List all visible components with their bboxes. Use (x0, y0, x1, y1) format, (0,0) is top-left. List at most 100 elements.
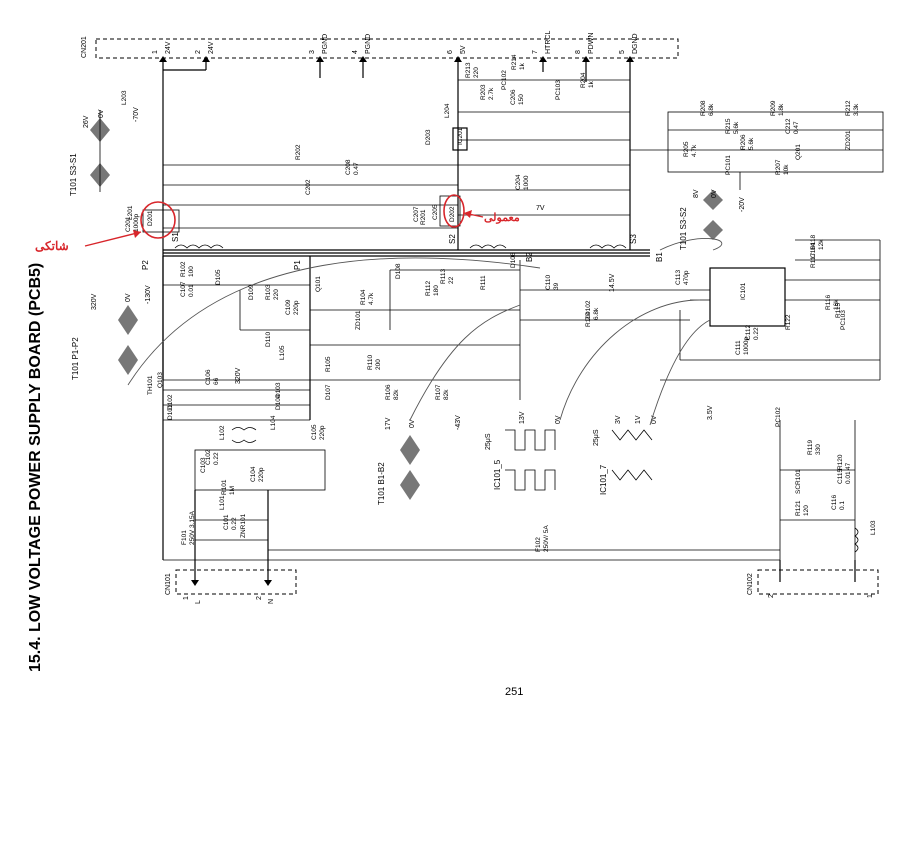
component-ref-pc103: PC103 (840, 310, 847, 330)
waveform-s3-s1-title: T101 S3-S1 (69, 153, 78, 196)
waveform-ic101-7-period: 25μS (593, 429, 600, 446)
component-ref-r204: R204 (580, 72, 587, 88)
component-ref-r105: R105 (325, 356, 332, 372)
cn201-pin-number: 5 (619, 50, 626, 54)
component-ref-c105: C105 (311, 424, 318, 440)
component-ref-r101: R101 (221, 479, 228, 495)
component-ref-q101: Q101 (315, 276, 322, 292)
component-ref-f102: F102 (535, 537, 542, 552)
component-ref-d203: D203 (425, 129, 432, 145)
component-ref-r111: R111 (480, 275, 487, 290)
component-value-r119: 330 (815, 444, 822, 455)
component-value-r120: 47 (845, 462, 852, 470)
cn201-pin-label: PGND (322, 34, 329, 54)
component-ref-d107: D107 (325, 384, 332, 400)
component-ref-c104: C104 (250, 466, 257, 482)
waveform-s3-s1-level-3: -70V (133, 107, 140, 122)
waveform-b1-b2-title: T101 B1-B2 (377, 462, 386, 505)
net-label-3-5v: 3.5V (707, 405, 714, 420)
component-ref-r110: R110 (367, 355, 374, 370)
component-ref-r214: R214 (511, 54, 518, 70)
component-value-c107: 0.01 (188, 284, 195, 297)
component-value-r214: 1k (519, 62, 526, 70)
component-value-r104: 4.7k (368, 292, 375, 305)
connector-cn102-label: CN102 (747, 573, 754, 595)
component-value-r213: 220 (473, 67, 480, 78)
component-ref-pc101: PC101 (725, 155, 732, 175)
winding-label-p2: P2 (141, 260, 150, 270)
component-ref-zd102: ZD102 (585, 300, 592, 320)
component-ref-r205: R205 (683, 141, 690, 157)
annotation-normal-text: معمولی (484, 212, 520, 224)
connector-cn201-label: CN201 (81, 36, 88, 58)
component-ref-r103: R103 (265, 284, 272, 300)
component-ref-d201: D201 (147, 210, 154, 226)
component-ref-r114: R114 (585, 312, 592, 327)
component-value-r103: 220 (273, 289, 280, 300)
component-ref-q201: Q201 (795, 144, 802, 160)
cn201-pin-number: 7 (532, 50, 539, 54)
d201-body (142, 209, 180, 233)
cn101-pin-2-label: N (268, 599, 275, 604)
component-ref-d103: D103 (275, 382, 282, 398)
component-value-c102: 0.22 (213, 452, 220, 465)
waveform-ic101-7-level-1: 3V (615, 415, 622, 424)
waveform-ic101-7-level-2: 1V (635, 415, 642, 424)
component-ref-znr101: ZNR101 (240, 513, 247, 538)
cn201-pin-number: 1 (152, 50, 159, 54)
cn201-pin-number: 8 (575, 50, 582, 54)
cn101-pin-1-num: 1 (183, 596, 190, 600)
component-value-c206: 150 (518, 94, 525, 105)
component-ref-c113: C113 (675, 270, 682, 285)
component-ref-r120: R120 (837, 454, 844, 470)
waveform-s3-s1-level-2: 0V (98, 109, 105, 118)
component-ref-d104: D104 (275, 394, 282, 410)
connector-cn102: CN102 2 1 (747, 560, 879, 598)
component-value-r101: 1M (229, 486, 236, 495)
component-ref-c201: C201 (125, 216, 132, 232)
component-value-c104: 220p (258, 467, 265, 482)
waveform-p1-p2-level-2: 0V (125, 293, 132, 302)
component-ref-pc103: PC103 (555, 80, 562, 100)
cn201-pin-number: 6 (447, 50, 454, 54)
winding-label-s2: S2 (448, 234, 457, 244)
component-ref-d202: D202 (449, 206, 456, 222)
component-ref-c114: C114 (810, 243, 817, 258)
waveform-p1-p2: T101 P1-P2 320V 0V -130V (71, 285, 152, 380)
cn201-pin-label: 5V (460, 45, 467, 54)
component-value-c204: 1000 (523, 175, 530, 190)
component-value-r102: 100 (188, 266, 195, 277)
component-value-r208: 6.8k (708, 103, 715, 116)
connector-cn101: CN101 1 L 2 N (165, 560, 297, 604)
component-ref-r209: R209 (770, 100, 777, 116)
component-ref-r215: R215 (725, 118, 732, 134)
cn201-pin-label: PGND (365, 34, 372, 54)
page-number: 251 (505, 686, 523, 698)
component-value-r207: 10k (783, 164, 790, 175)
component-ref-r106: R106 (385, 384, 392, 400)
waveform-ic101-7: IC101_7 25μS 3V 1V 0V (593, 415, 658, 495)
cn201-pin-label: 24V (165, 41, 172, 54)
component-ref-r118: R118 (810, 235, 817, 250)
component-value-r209: 1.8k (778, 103, 785, 116)
cn101-pin-1-label: L (195, 600, 202, 604)
component-ref-l103: L103 (870, 520, 877, 535)
waveform-s3-s2-level-2: 0V (711, 189, 718, 198)
waveform-ic101-5-level-1: 13V (519, 411, 526, 424)
component-ref-c110: C110 (545, 275, 552, 290)
component-value-r206: 5.6k (748, 137, 755, 150)
component-ref-r113: R113 (440, 269, 447, 284)
component-ref-r206: R206 (740, 134, 747, 150)
component-ref-c107: C107 (180, 281, 187, 297)
waveform-p1-p2-title: T101 P1-P2 (71, 337, 80, 380)
component-ref-r213: R213 (465, 62, 472, 78)
component-ref-c115: C115 (837, 469, 844, 484)
page-title: 15.4. LOW VOLTAGE POWER SUPPLY BOARD (PC… (27, 263, 44, 672)
component-ref-r212: R212 (845, 100, 852, 116)
component-value-c112: 0.22 (753, 327, 760, 340)
component-ref-l201: L201 (127, 205, 134, 220)
component-ref-r107: R107 (435, 384, 442, 400)
connector-cn101-label: CN101 (165, 573, 172, 595)
